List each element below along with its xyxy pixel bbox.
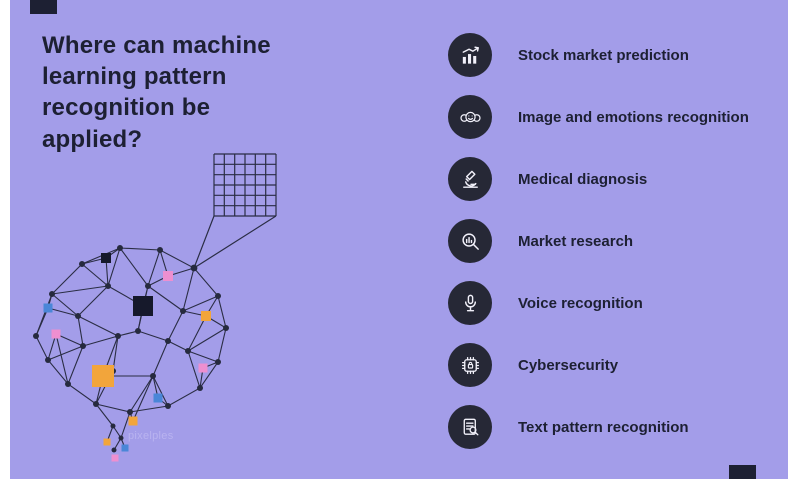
brain-nodes xyxy=(33,245,229,453)
application-label: Cybersecurity xyxy=(518,356,619,374)
app-icon-circle xyxy=(448,33,492,77)
application-item: Stock market prediction xyxy=(448,33,749,77)
applications-list: Stock market prediction Image and emotio… xyxy=(448,33,749,449)
application-item: Market research xyxy=(448,219,749,263)
app-icon-circle xyxy=(448,343,492,387)
watermark-text: pixelples xyxy=(128,430,174,442)
stock-market-icon xyxy=(462,46,479,64)
corner-accent-bottom xyxy=(729,465,756,479)
brain-colored-squares xyxy=(43,253,211,462)
brain-network-svg xyxy=(33,153,277,462)
right-white-strip xyxy=(788,0,800,479)
left-white-strip xyxy=(0,0,10,479)
application-label: Medical diagnosis xyxy=(518,170,648,188)
app-icon-circle xyxy=(448,95,492,139)
callout-lines xyxy=(193,215,277,269)
application-item: Text pattern recognition xyxy=(448,405,749,449)
application-label: Stock market prediction xyxy=(518,46,689,64)
zoom-grid xyxy=(213,153,277,217)
application-item: Cybersecurity xyxy=(448,343,749,387)
market-research-icon xyxy=(461,232,479,250)
application-label: Text pattern recognition xyxy=(518,418,689,436)
app-icon-circle xyxy=(448,281,492,325)
brain-edges xyxy=(35,247,227,451)
brain-network-illustration xyxy=(18,146,288,472)
application-item: Voice recognition xyxy=(448,281,749,325)
text-pattern-icon xyxy=(463,418,478,435)
application-item: Medical diagnosis xyxy=(448,157,749,201)
app-icon-circle xyxy=(448,405,492,449)
application-item: Image and emotions recognition xyxy=(448,95,749,139)
application-label: Voice recognition xyxy=(518,294,643,312)
corner-accent-top xyxy=(30,0,57,14)
cybersecurity-icon xyxy=(461,356,479,374)
app-icon-circle xyxy=(448,157,492,201)
page-title: Where can machine learning pattern recog… xyxy=(42,32,271,153)
application-label: Market research xyxy=(518,232,634,250)
app-icon-circle xyxy=(448,219,492,263)
emotions-recognition-icon xyxy=(459,111,481,122)
medical-diagnosis-icon xyxy=(462,170,478,188)
application-label: Image and emotions recognition xyxy=(518,108,749,126)
voice-recognition-icon xyxy=(464,294,476,311)
